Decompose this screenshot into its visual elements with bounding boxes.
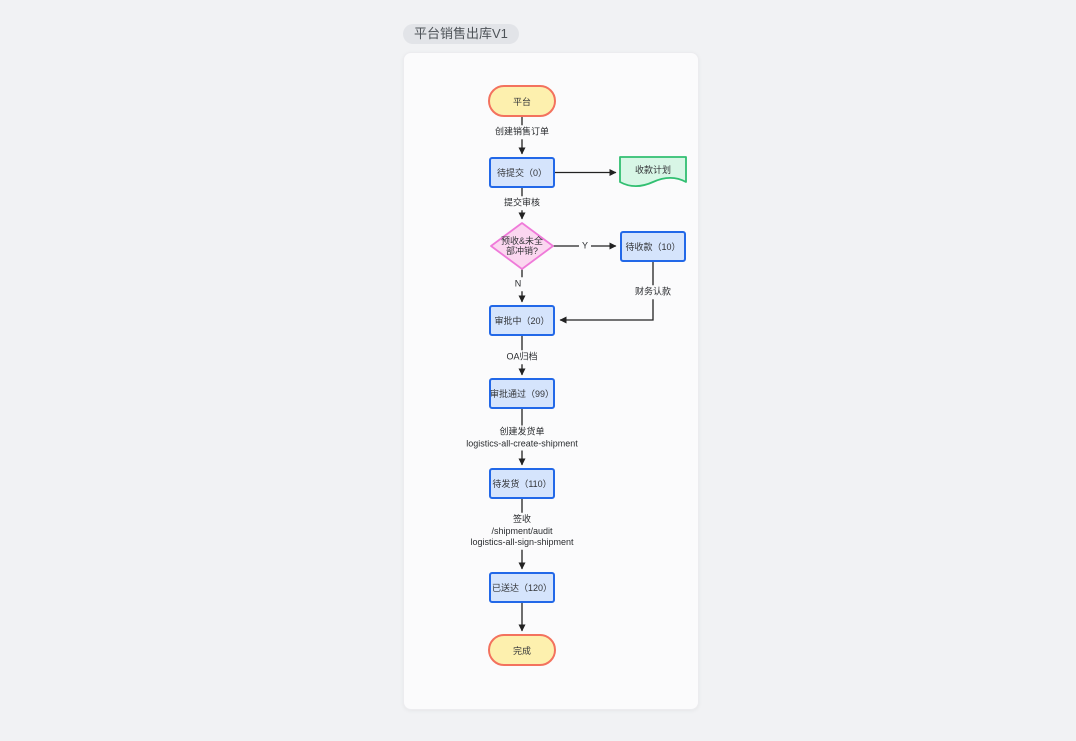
edge-label-sign-line1: 签收: [512, 513, 532, 524]
node-start-label: 平台: [512, 96, 531, 107]
edge-label-create-shipment-line1: 创建发货单: [499, 426, 545, 437]
node-pending-ship-label: 待发货（110）: [492, 479, 552, 489]
node-start: 平台: [488, 85, 556, 117]
edge-label-sign-line3: logistics-all-sign-shipment: [470, 536, 574, 547]
node-delivered-label: 已送达（120）: [491, 583, 553, 593]
node-decision-label: 预收&未全 部冲销?: [501, 236, 543, 256]
node-approving: 审批中（20）: [489, 305, 555, 336]
node-pending-payment-label: 待收款（10）: [625, 242, 681, 252]
node-pending-ship: 待发货（110）: [489, 468, 555, 499]
node-end: 完成: [488, 634, 556, 666]
edge-label-sign-line2: /shipment/audit: [491, 525, 553, 536]
flowchart-canvas: 平台 待提交（0） 收款计划 预收&未全 部冲销? 待收款（10） 审批中（20…: [403, 52, 699, 710]
connector-layer: [490, 117, 687, 632]
node-approved-label: 审批通过（99）: [490, 389, 555, 399]
connector-pending-payment-to-approving: [559, 262, 654, 324]
flowchart-diagram: 平台 待提交（0） 收款计划 预收&未全 部冲销? 待收款（10） 审批中（20…: [404, 53, 698, 709]
page-title-badge: 平台销售出库V1: [403, 24, 519, 44]
edge-label-no: N: [511, 277, 525, 291]
edge-label-create-shipment: 创建发货单 logistics-all-create-shipment: [463, 425, 581, 451]
node-pending-payment: 待收款（10）: [620, 231, 686, 262]
edge-label-create-shipment-line2: logistics-all-create-shipment: [466, 438, 578, 448]
node-approving-label: 审批中（20）: [494, 316, 550, 326]
edge-label-finance-confirm: 财务认款: [631, 285, 675, 299]
node-decision-label-line2: 部冲销?: [505, 246, 539, 256]
node-delivered: 已送达（120）: [489, 572, 555, 603]
node-pending-submit-label: 待提交（0）: [496, 168, 547, 178]
edge-label-yes: Y: [578, 239, 592, 253]
edge-label-sign: 签收 /shipment/audit logistics-all-sign-sh…: [467, 512, 577, 550]
node-pending-submit: 待提交（0）: [489, 157, 555, 188]
edge-label-oa-archive: OA归档: [503, 350, 541, 364]
node-payment-plan-shape: [619, 156, 687, 188]
node-approved: 审批通过（99）: [489, 378, 555, 409]
node-decision-shape: [490, 222, 554, 270]
edge-label-create-order: 创建销售订单: [491, 125, 553, 139]
node-payment-plan-label: 收款计划: [634, 165, 672, 175]
edge-label-submit-audit: 提交审核: [500, 196, 544, 210]
node-end-label: 完成: [512, 645, 531, 656]
node-decision-label-line1: 预收&未全: [500, 236, 544, 246]
